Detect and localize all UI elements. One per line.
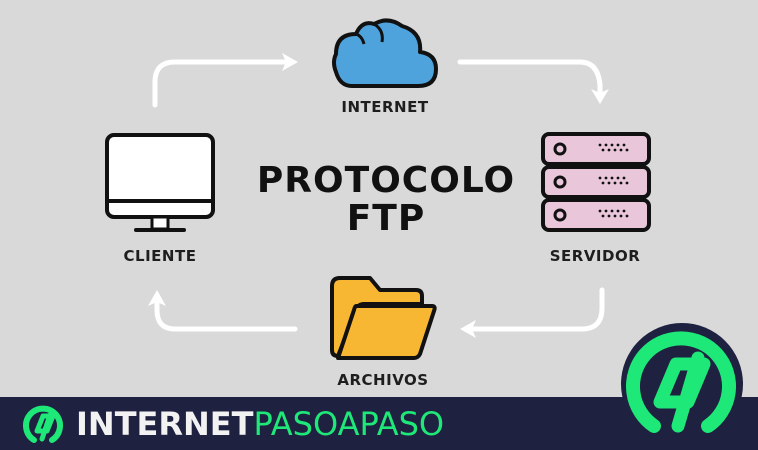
cloud-icon (332, 18, 438, 88)
arrow-internet-to-servidor (457, 59, 603, 95)
arrow-archivos-to-cliente (154, 299, 298, 332)
title-line-2: FTP (346, 198, 426, 239)
brand-name-part2: PASOAPASO (253, 405, 445, 443)
brand-name: INTERNETPASOAPASO (76, 404, 444, 444)
arrow-servidor-to-archivos (469, 287, 605, 332)
server-icon (541, 132, 651, 232)
folder-icon (330, 276, 437, 360)
node-label-cliente: CLIENTE (123, 247, 197, 265)
node-label-servidor: SERVIDOR (549, 247, 641, 265)
brand-badge-icon (621, 323, 743, 445)
arrow-cliente-to-internet (152, 59, 288, 108)
monitor-icon (105, 133, 215, 232)
title-line-1: PROTOCOLO (256, 160, 516, 201)
diagram-title: PROTOCOLO FTP (236, 162, 536, 238)
node-label-internet: INTERNET (341, 98, 429, 116)
node-label-archivos: ARCHIVOS (337, 371, 429, 389)
brand-name-part1: INTERNET (76, 405, 254, 443)
brand-logo-icon (23, 405, 63, 443)
